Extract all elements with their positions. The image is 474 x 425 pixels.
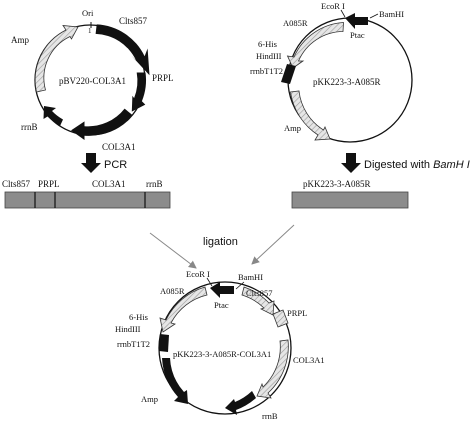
plasmid-pkk223-3-a085r-col3a1: EcoR I BamHI A085R Ptac Clts857 PRPL 6-H… [115, 269, 325, 421]
fragment-label-prpl: PRPL [38, 179, 60, 189]
gene-rrnbt1t2 [281, 64, 296, 84]
gene-clts857 [95, 24, 150, 76]
label-prpl: PRPL [152, 73, 174, 83]
gene-amp [34, 25, 79, 93]
fragment-bar [4, 191, 171, 209]
label-6his: 6-His [129, 312, 148, 322]
fragment-label-rrnb: rrnB [146, 179, 163, 189]
fragment-label: pKK223-3-A085R [303, 179, 371, 189]
label-clts857: Clts857 [246, 288, 272, 298]
gene-rrnbt1t2 [159, 334, 169, 352]
label-amp: Amp [284, 123, 301, 133]
label-clts857: Clts857 [119, 16, 148, 26]
gene-col3a1 [256, 339, 289, 399]
plasmid-backbone [158, 281, 292, 415]
gene-a085r [159, 286, 208, 333]
fragment-digested-vector: pKK223-3-A085R [291, 179, 409, 209]
label-ptac: Ptac [350, 30, 365, 40]
label-hindiii: HindIII [256, 51, 282, 61]
step-digest: Digested with BamH I [341, 153, 470, 173]
gene-amp [290, 90, 331, 141]
down-arrow-icon [341, 153, 361, 173]
plasmid-name: pKK223-3-A085R-COL3A1 [173, 349, 271, 359]
ori-label: Ori [82, 8, 94, 18]
gene-ptac [210, 282, 234, 298]
gene-prpl [131, 72, 147, 112]
gene-prpl [272, 309, 289, 328]
gene-clts857 [241, 286, 275, 316]
ligation-arrow-right [251, 224, 295, 265]
label-rrnbt1t2: rrnbT1T2 [250, 66, 283, 76]
label-ptac: Ptac [214, 300, 229, 310]
step-digest-label: Digested with BamH I [364, 159, 470, 171]
gene-col3a1 [71, 108, 133, 140]
label-ecori: EcoR I [321, 1, 345, 11]
ligation-label: ligation [203, 236, 238, 248]
fragment-label-clts857: Clts857 [2, 179, 31, 189]
label-a085r: A085R [160, 286, 185, 296]
label-col3a1: COL3A1 [102, 142, 136, 152]
plasmid-pkk223-3-a085r: EcoR I BamHI A085R Ptac 6-His HindIII rr… [250, 1, 413, 143]
label-rrnb: rrnB [262, 411, 278, 421]
gene-ptac [345, 13, 368, 29]
label-hindiii: HindIII [115, 324, 141, 334]
plasmid-name: pKK223-3-A085R [313, 77, 381, 87]
fragment-pcr-product: Clts857 PRPL COL3A1 rrnB [2, 179, 171, 209]
label-bamhi: BamHI [379, 9, 404, 19]
label-ecori: EcoR I [186, 269, 210, 279]
ligation-step: ligation [149, 224, 295, 269]
label-a085r: A085R [283, 18, 308, 28]
fragment-label-col3a1: COL3A1 [92, 179, 126, 189]
bamhi-tick [369, 13, 379, 19]
gene-rrnb [225, 391, 256, 415]
label-amp: Amp [11, 35, 30, 45]
plasmid-name: pBV220-COL3A1 [59, 76, 126, 86]
bamhi-tick [235, 281, 245, 290]
plasmid-pbv220-col3a1: Ori 1 Clts857 PRPL COL3A1 rrnB Amp pBV22… [11, 8, 174, 152]
label-rrnb: rrnB [21, 122, 38, 132]
label-col3a1: COL3A1 [293, 355, 325, 365]
ligation-arrow-left [149, 232, 197, 269]
gene-amp [162, 358, 188, 404]
label-bamhi: BamHI [238, 272, 263, 282]
label-6his: 6-His [258, 39, 277, 49]
label-amp: Amp [141, 394, 158, 404]
step-pcr: PCR [81, 153, 127, 173]
ecori-tick [206, 277, 213, 287]
label-prpl: PRPL [287, 308, 307, 318]
label-rrnbt1t2: rrnbT1T2 [117, 339, 150, 349]
ecori-tick [340, 9, 346, 18]
ori-position: 1 [88, 27, 92, 35]
fragment-bar [291, 191, 409, 209]
gene-a085r [286, 22, 344, 69]
step-pcr-label: PCR [104, 159, 127, 171]
down-arrow-icon [81, 153, 101, 173]
gene-rrnb [43, 106, 63, 126]
